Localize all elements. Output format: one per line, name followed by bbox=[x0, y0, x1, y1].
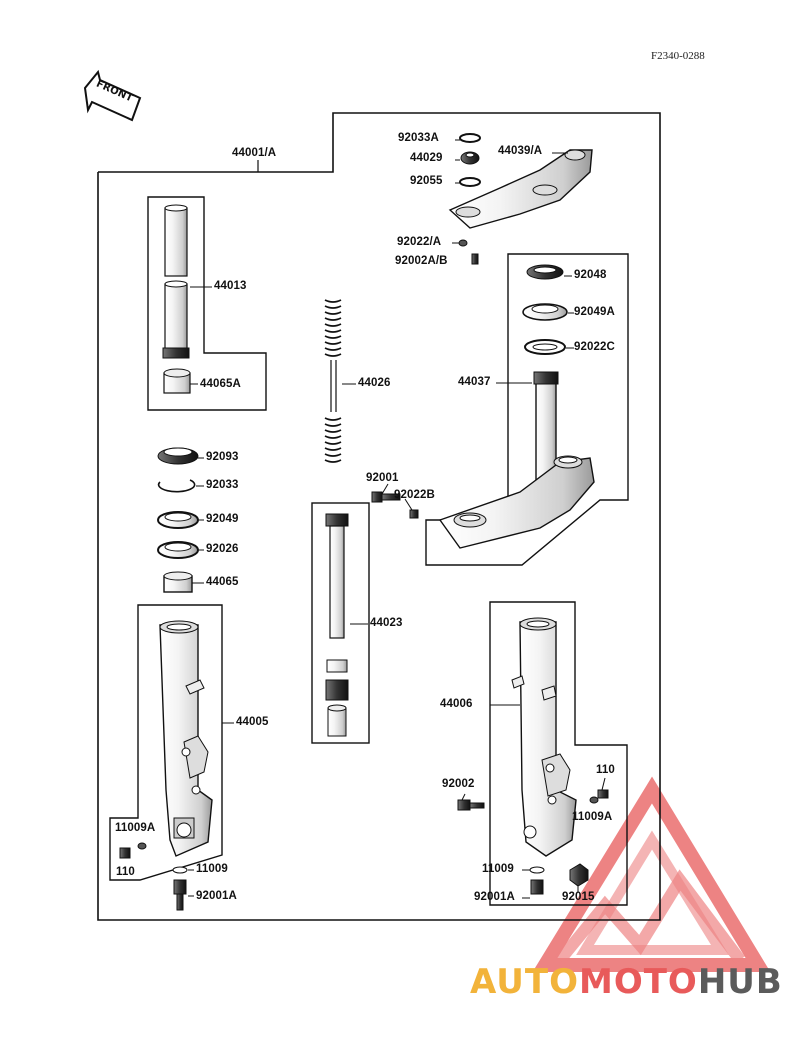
label-11009A-left: 11009A bbox=[115, 822, 156, 834]
seal-stack-left bbox=[157, 447, 199, 593]
label-92002: 92002 bbox=[442, 778, 475, 790]
watermark-logo: AUTOMOTOHUB bbox=[470, 962, 783, 1002]
label-44026: 44026 bbox=[358, 377, 391, 389]
label-11009-left: 11009 bbox=[196, 863, 228, 875]
label-92049: 92049 bbox=[206, 513, 239, 525]
label-11009A-right: 11009A bbox=[572, 811, 613, 823]
label-92093: 92093 bbox=[206, 451, 239, 463]
label-92002AB: 92002A/B bbox=[395, 255, 448, 267]
front-arrow-icon bbox=[83, 69, 142, 122]
right-fork-leg-44006 bbox=[511, 617, 577, 857]
label-44005: 44005 bbox=[236, 716, 269, 728]
watermark-part-1: AUTO bbox=[470, 962, 579, 1002]
steering-stem-44037 bbox=[438, 371, 595, 549]
damper-box bbox=[311, 502, 370, 744]
label-44065A: 44065A bbox=[200, 378, 241, 390]
label-44037: 44037 bbox=[458, 376, 491, 388]
left-bolts bbox=[119, 842, 188, 911]
label-110-right: 110 bbox=[596, 764, 615, 776]
stem-bolt-92001 bbox=[371, 491, 419, 519]
label-92001A-right: 92001A bbox=[474, 891, 515, 903]
label-44029: 44029 bbox=[410, 152, 443, 164]
upper-bracket-44039A bbox=[448, 133, 593, 265]
main-outline bbox=[97, 112, 661, 921]
watermark-part-3: HUB bbox=[697, 962, 783, 1002]
label-92022B: 92022B bbox=[394, 489, 435, 501]
inner-tube-44013 bbox=[162, 204, 190, 359]
label-92049A: 92049A bbox=[574, 306, 615, 318]
left-leg-box bbox=[109, 604, 223, 881]
watermark-triangle bbox=[532, 776, 771, 972]
bushing-44065A bbox=[163, 368, 191, 394]
stem-seals bbox=[522, 264, 568, 355]
label-92022A: 92022/A bbox=[397, 236, 442, 248]
label-92033: 92033 bbox=[206, 479, 239, 491]
label-44006: 44006 bbox=[440, 698, 473, 710]
watermark-part-2: MOTO bbox=[578, 962, 698, 1002]
right-bolts bbox=[457, 789, 609, 895]
label-44001A: 44001/A bbox=[232, 147, 277, 159]
label-92026: 92026 bbox=[206, 543, 239, 555]
label-92033A: 92033A bbox=[398, 132, 439, 144]
label-44023: 44023 bbox=[370, 617, 403, 629]
label-110-left: 110 bbox=[116, 866, 135, 878]
label-92048: 92048 bbox=[574, 269, 607, 281]
right-leg-box bbox=[489, 601, 628, 906]
left-fork-leg-44005 bbox=[159, 620, 213, 857]
label-92015: 92015 bbox=[562, 891, 595, 903]
label-44039A: 44039/A bbox=[498, 145, 543, 157]
cartridge-box bbox=[147, 196, 267, 411]
label-92001A-left: 92001A bbox=[196, 890, 237, 902]
spring-44026 bbox=[324, 299, 342, 463]
damper-rod-44023 bbox=[325, 513, 349, 737]
label-92001: 92001 bbox=[366, 472, 399, 484]
label-44065: 44065 bbox=[206, 576, 239, 588]
leader-lines bbox=[188, 139, 606, 899]
label-92055: 92055 bbox=[410, 175, 443, 187]
label-92022C: 92022C bbox=[574, 341, 615, 353]
figure-code: F2340-0288 bbox=[651, 50, 705, 62]
label-44013: 44013 bbox=[214, 280, 247, 292]
label-11009-right: 11009 bbox=[482, 863, 514, 875]
